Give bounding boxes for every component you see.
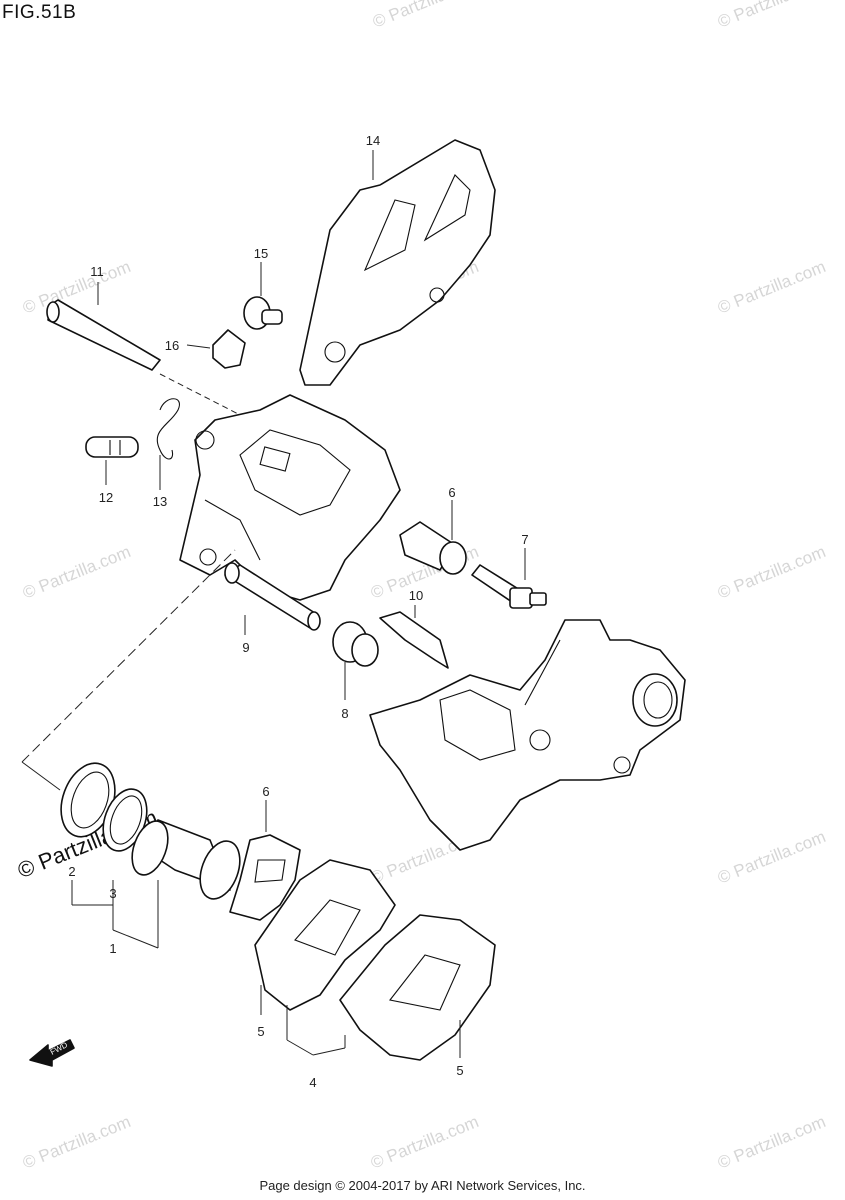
caliper-body[interactable]	[179, 394, 401, 601]
callout-13: 12	[99, 490, 113, 505]
part-1-piston[interactable]	[125, 816, 247, 904]
callout-12: 11	[90, 264, 104, 279]
part-10-slide-pin[interactable]	[224, 562, 321, 631]
callout-9: 8	[341, 706, 348, 721]
callout-4: 4	[309, 1075, 316, 1090]
part-8-bolt[interactable]	[471, 564, 547, 609]
callout-7: 6	[448, 485, 455, 500]
fwd-arrow: FWD	[29, 1039, 75, 1067]
part-11-pad-spring[interactable]	[379, 611, 449, 669]
part-13-bleeder[interactable]	[85, 436, 139, 458]
part-5-brake-pad-outer[interactable]	[339, 914, 496, 1061]
callout-6: 6	[262, 784, 269, 799]
leader-lines	[21, 150, 526, 1058]
footer-copyright: Page design © 2004-2017 by ARI Network S…	[259, 1178, 586, 1193]
part-3-piston-seal[interactable]	[95, 783, 154, 857]
part-16-bolt[interactable]	[243, 296, 283, 330]
part-14-spring[interactable]	[156, 398, 180, 460]
callout-17: 16	[165, 338, 179, 353]
callout-3: 3	[109, 886, 116, 901]
callout-11: 10	[409, 588, 423, 603]
callouts: 14 15 16 11 12 13 6 7 10 8 9 6 2 3 1 5 4…	[68, 133, 528, 1090]
part-17-clip[interactable]	[212, 329, 246, 369]
part-7-sleeve[interactable]	[399, 521, 467, 575]
figure-title: FIG.51B	[2, 2, 77, 23]
caliper-bracket[interactable]	[369, 619, 686, 851]
callout-2: 2	[68, 864, 75, 879]
callout-1: 1	[109, 941, 116, 956]
callout-5-left: 5	[257, 1024, 264, 1039]
callout-10: 9	[242, 640, 249, 655]
part-6-shim[interactable]	[229, 834, 301, 921]
part-9-boot[interactable]	[332, 621, 379, 667]
callout-16: 15	[254, 246, 268, 261]
part-15-guard-plate[interactable]	[299, 139, 496, 386]
callout-5-right: 5	[456, 1063, 463, 1078]
callout-14: 13	[153, 494, 167, 509]
callout-8: 7	[521, 532, 528, 547]
part-2-dust-seal[interactable]	[52, 756, 125, 845]
part-12-pin[interactable]	[46, 299, 251, 421]
part-5-brake-pad-inner[interactable]	[254, 859, 396, 1011]
callout-15: 14	[366, 133, 380, 148]
